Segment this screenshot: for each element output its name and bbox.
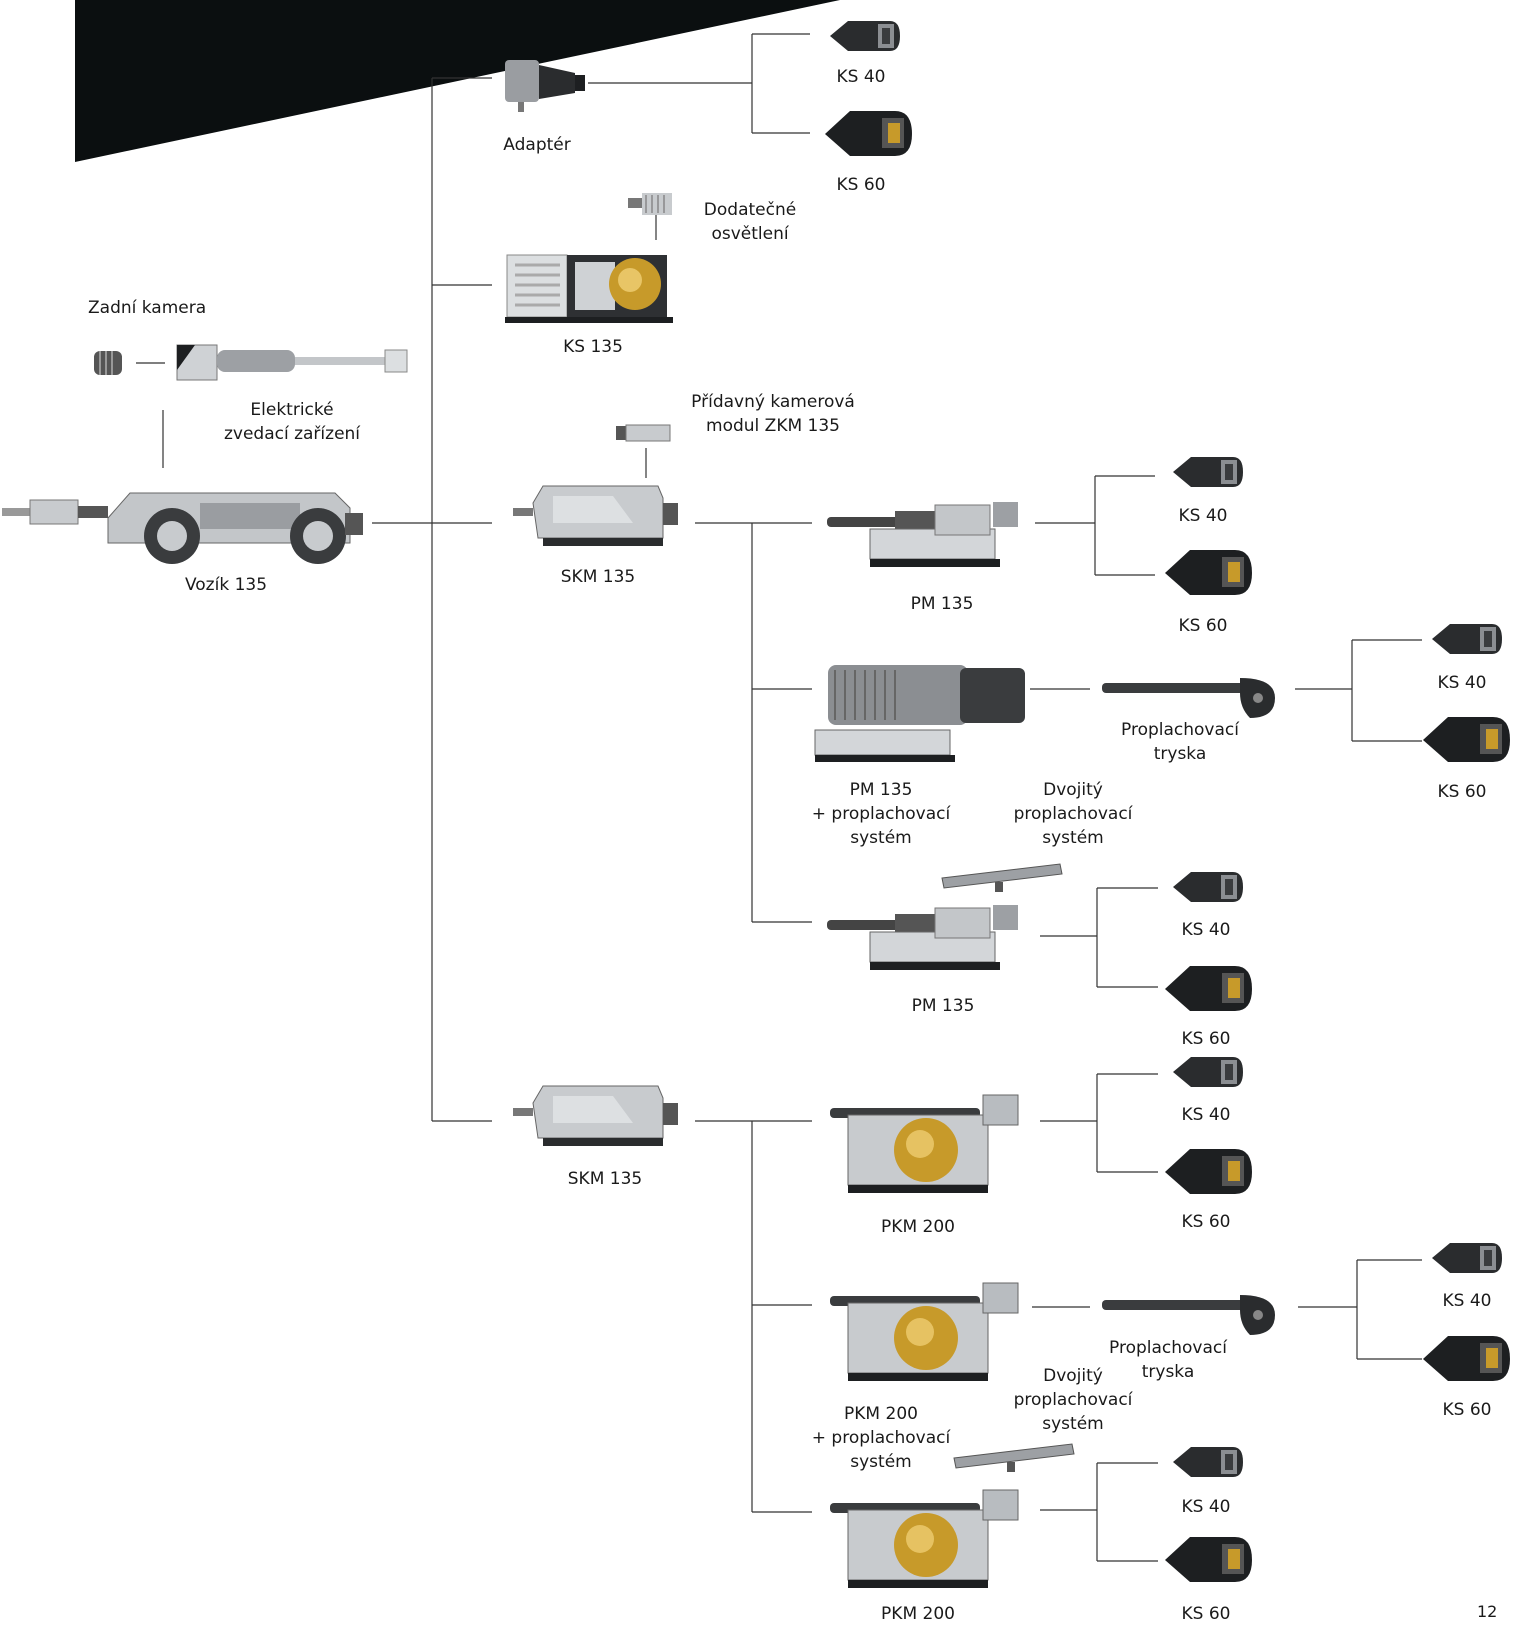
header-banner: [75, 0, 840, 162]
ks40-label: KS 40: [1178, 506, 1228, 526]
ks135-label: KS 135: [563, 337, 623, 357]
skm135-image-2: [513, 1085, 678, 1146]
adapter-label: Adaptér: [503, 135, 571, 155]
ks60-label: KS 60: [1181, 1212, 1231, 1232]
pm135-image: [827, 502, 1018, 567]
ks40-label: KS 40: [1181, 1497, 1231, 1517]
ks60-head-image: [1423, 717, 1510, 762]
double-flush-image-2: [953, 1443, 1075, 1472]
pm135-flush-image: [814, 665, 1025, 762]
ks40-head-image: [1173, 457, 1243, 487]
flush-nozzle-image-2: [1102, 1295, 1275, 1335]
pkm200-image-2: [830, 1489, 1019, 1588]
ks40-label: KS 40: [1437, 673, 1487, 693]
skm135-image: [513, 485, 678, 546]
ks60-head-image: [1165, 1537, 1252, 1582]
pkm200-flush-image: [830, 1282, 1019, 1381]
ks60-label: KS 60: [1437, 782, 1487, 802]
double-flush-image: [941, 863, 1063, 892]
zkm-module-image: [616, 424, 671, 442]
ks60-head-image: [1165, 1149, 1252, 1194]
ks40-label: KS 40: [1181, 920, 1231, 940]
adapter-image: [505, 60, 585, 112]
rear-camera-label: Zadní kamera: [88, 298, 207, 318]
cart-image: [2, 492, 363, 564]
skm135-label: SKM 135: [560, 567, 636, 587]
pm135-label: PM 135: [911, 996, 975, 1016]
pm135-label: PM 135: [910, 594, 974, 614]
flush-nozzle-image: [1102, 678, 1275, 718]
pkm200-image: [830, 1094, 1019, 1193]
ks60-label: KS 60: [1178, 616, 1228, 636]
page-number: 12: [1477, 1602, 1498, 1621]
ks60-label: KS 60: [1181, 1029, 1231, 1049]
ks40-head-image: [1173, 1447, 1243, 1477]
ks40-head-image: [1173, 1057, 1243, 1087]
pm135-image-2: [827, 905, 1018, 970]
ks60-label: KS 60: [1442, 1400, 1492, 1420]
ks40-head-image: [1432, 1243, 1502, 1273]
ks60-label: KS 60: [1181, 1604, 1231, 1624]
ks60-label: KS 60: [836, 175, 886, 195]
ks60-head-image: [1165, 550, 1252, 595]
ks40-head-image: [1173, 872, 1243, 902]
skm135-label: SKM 135: [567, 1169, 643, 1189]
pkm200-label: PKM 200: [881, 1604, 955, 1624]
extra-light-image: [628, 193, 672, 215]
ks40-head-image: [830, 21, 900, 51]
ks60-head-image: [1165, 966, 1252, 1011]
ks40-label: KS 40: [1442, 1291, 1492, 1311]
ks60-head-image: [825, 111, 912, 156]
pkm200-label: PKM 200: [881, 1217, 955, 1237]
electric-lift-image: [176, 344, 408, 381]
ks40-label: KS 40: [836, 67, 886, 87]
rear-camera-image: [94, 351, 122, 375]
ks40-label: KS 40: [1181, 1105, 1231, 1125]
cart-label: Vozík 135: [184, 575, 268, 595]
ks60-head-image: [1423, 1336, 1510, 1381]
ks135-image: [505, 254, 673, 323]
ks40-head-image: [1432, 624, 1502, 654]
